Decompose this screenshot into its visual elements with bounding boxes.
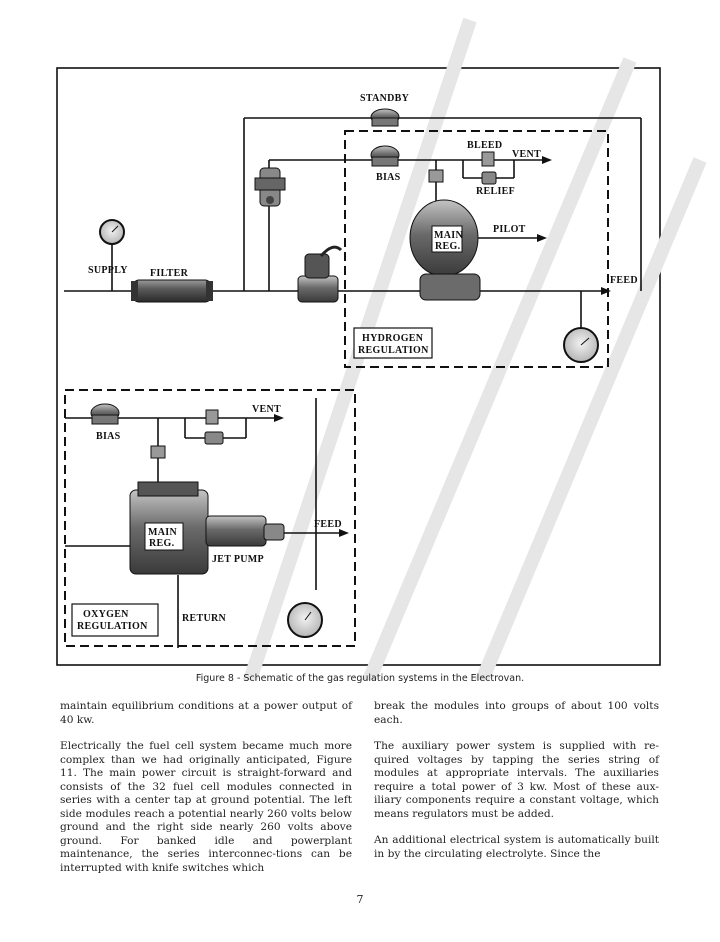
hydrogen-main-reg-label-1: MAIN: [434, 230, 463, 241]
hydrogen-regulation-label-box: [353, 327, 433, 359]
watermark-lines: [242, 17, 707, 680]
hydrogen-bias-fitting: [428, 169, 444, 183]
standby-regulator: [370, 108, 400, 127]
bleed-valve: [481, 151, 495, 167]
oxygen-main-reg-label-2: REG.: [149, 538, 175, 549]
hydrogen-main-reg-label-2: REG.: [435, 241, 461, 252]
return-label: RETURN: [182, 613, 227, 624]
left-paragraph-2: Electrically the fuel cell system became…: [60, 740, 352, 874]
oxygen-piping: [65, 398, 340, 648]
figure-caption: Figure 8 - Schematic of the gas regulati…: [195, 673, 525, 684]
hydrogen-pressure-gauge: [563, 327, 599, 363]
right-paragraph-2: The auxiliary power system is supplied w…: [374, 740, 659, 820]
hydrogen-arrows: [537, 156, 611, 295]
relief-valve: [481, 171, 497, 185]
figure-frame: [56, 67, 661, 666]
oxygen-regulation-label-box: [71, 603, 159, 637]
hydrogen-bias-label: BIAS: [376, 172, 401, 183]
right-paragraph-3: An additional electrical system is autom…: [374, 834, 659, 860]
gas-regulation-schematic: STANDBY BLEED VENT BIAS RELIEF MAIN REG.…: [56, 17, 707, 680]
branch-valve-cluster: [254, 167, 286, 207]
left-paragraph-1: maintain equilibrium conditions at a pow…: [60, 700, 352, 726]
hydrogen-regulation-label-2: REGULATION: [358, 345, 429, 356]
oxygen-regulation-label-2: REGULATION: [77, 621, 148, 632]
vent-label: VENT: [512, 149, 541, 160]
oxygen-regulation-label-1: OXYGEN: [83, 609, 129, 620]
hydrogen-regulation-boundary: [344, 130, 609, 368]
right-paragraph-1: break the modules into groups of about 1…: [374, 700, 659, 726]
oxygen-main-reg-label-1: MAIN: [148, 527, 177, 538]
left-column: maintain equilibrium conditions at a pow…: [60, 700, 352, 888]
oxygen-vent-label: VENT: [252, 404, 281, 415]
oxygen-regulation-boundary: [64, 389, 356, 647]
oxygen-vent-valve: [204, 409, 224, 445]
pilot-label: PILOT: [493, 224, 526, 235]
oxygen-bias-fitting: [150, 445, 166, 459]
oxygen-bias-label: BIAS: [96, 431, 121, 442]
hydrogen-main-regulator: [409, 199, 481, 301]
oxygen-pressure-gauge: [287, 602, 323, 638]
page-number: 7: [356, 893, 364, 906]
supply-pressure-gauge: [99, 219, 125, 245]
oxygen-arrows: [274, 414, 349, 537]
shutoff-valve: [297, 245, 343, 303]
bleed-label: BLEED: [467, 140, 502, 151]
oxygen-main-regulator: [129, 481, 209, 575]
hydrogen-regulation-label-1: HYDROGEN: [362, 333, 424, 344]
jet-pump-label: JET PUMP: [212, 554, 264, 565]
jet-pump: [205, 515, 285, 547]
relief-label: RELIEF: [476, 186, 515, 197]
filter-label: FILTER: [150, 268, 189, 279]
oxygen-bias-regulator: [90, 403, 120, 425]
standby-label: STANDBY: [360, 93, 410, 104]
filter-component: [131, 279, 213, 303]
hydrogen-bias-regulator: [370, 145, 400, 167]
right-column: break the modules into groups of about 1…: [374, 700, 659, 874]
oxygen-feed-label: FEED: [314, 519, 342, 530]
hydrogen-feed-label: FEED: [610, 275, 638, 286]
supply-label: SUPPLY: [88, 265, 128, 276]
